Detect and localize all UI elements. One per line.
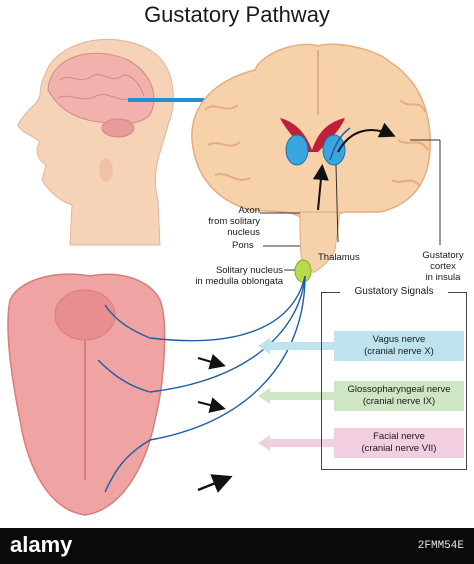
tongue [7,273,166,516]
coronal-brain [191,43,431,283]
glossopharyngeal-nerve-signal: Glossopharyngeal nerve(cranial nerve IX) [334,381,464,411]
page-title: Gustatory Pathway [144,2,330,27]
head-profile [17,38,174,246]
facial-nerve-signal: Facial nerve(cranial nerve VII) [334,428,464,458]
thalamus-label: Thalamus [318,252,360,263]
pathway-illustration [7,38,441,516]
alamy-logo: alamy [10,532,73,557]
vagus-nerve-signal: Vagus nerve(cranial nerve X) [334,331,464,361]
nerves [97,275,306,493]
legend-title: Gustatory Signals [340,286,448,297]
watermark-bar: alamy 2FMM54E [0,528,474,564]
pons-label: Pons [232,240,254,251]
stock-id: 2FMM54E [417,540,464,552]
